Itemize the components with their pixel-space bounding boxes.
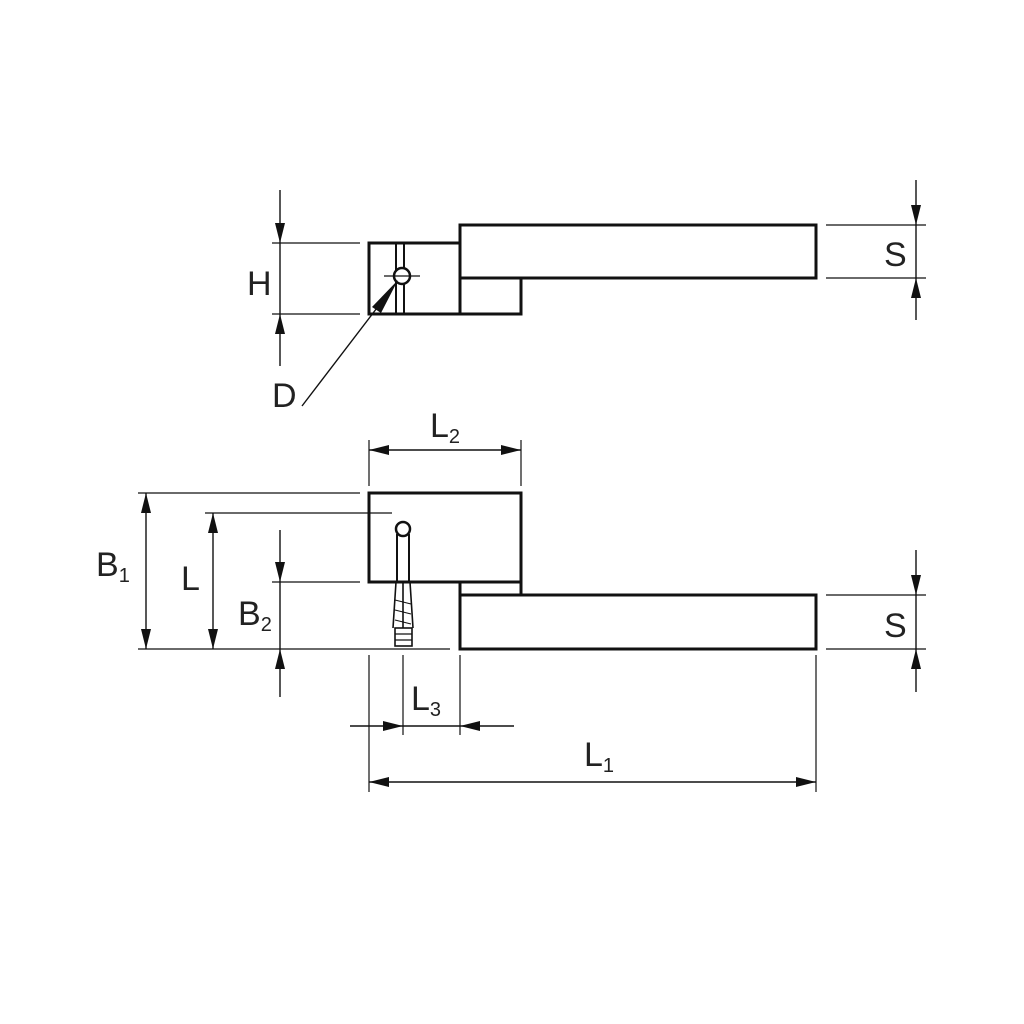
bottom-neck xyxy=(458,580,523,597)
l2-arrow-right xyxy=(501,445,521,455)
split-pin xyxy=(392,520,414,647)
s-bottom-arrow-bottom xyxy=(911,649,921,669)
l1-label: L1 xyxy=(584,736,614,777)
b2-arrow-bottom xyxy=(275,649,285,669)
s-top-arrow-bottom xyxy=(911,278,921,298)
pin-eye xyxy=(394,520,412,538)
l-arrow-bottom xyxy=(208,629,218,649)
bottom-lever-bar xyxy=(458,593,818,651)
d-leader-arrow xyxy=(372,280,398,313)
l3-arrow-left xyxy=(383,721,403,731)
l2-arrow-left xyxy=(369,445,389,455)
l3-label: L3 xyxy=(411,680,441,721)
top-lever-bar xyxy=(458,223,818,280)
l2-label: L2 xyxy=(430,407,460,448)
b2-label: B2 xyxy=(238,595,272,636)
b1-label: B1 xyxy=(96,546,130,587)
b2-arrow-top xyxy=(275,562,285,582)
s-top-arrow-top xyxy=(911,205,921,225)
h-arrow-bottom xyxy=(275,314,285,334)
b1-arrow-top xyxy=(141,493,151,513)
l-arrow-top xyxy=(208,513,218,533)
pin-shank xyxy=(396,534,410,582)
pin-spring xyxy=(394,599,412,625)
top-neck xyxy=(458,276,523,316)
pin-tip xyxy=(394,627,413,647)
l1-arrow-right xyxy=(796,777,816,787)
h-arrow-top xyxy=(275,223,285,243)
bottom-view: B1 L B2 S L2 L3 xyxy=(96,407,926,792)
top-view: D H S xyxy=(247,180,926,415)
s-bottom-label: S xyxy=(884,607,907,645)
l-label: L xyxy=(181,560,200,598)
bottom-rose-block xyxy=(367,491,523,584)
s-bottom-arrow-top xyxy=(911,575,921,595)
pin-legs xyxy=(392,581,414,630)
h-label: H xyxy=(247,265,272,303)
l3-arrow-right xyxy=(460,721,480,731)
l1-arrow-left xyxy=(369,777,389,787)
d-label: D xyxy=(272,377,297,415)
s-top-label: S xyxy=(884,236,907,274)
b1-arrow-bottom xyxy=(141,629,151,649)
